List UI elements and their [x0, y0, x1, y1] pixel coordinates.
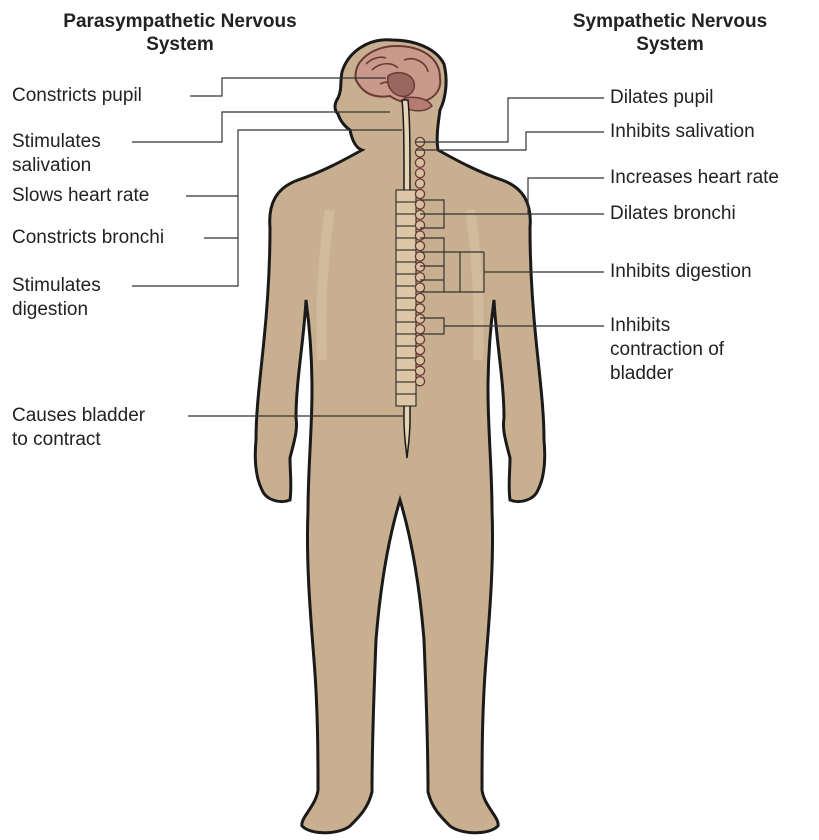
sympathetic-ganglion	[415, 200, 424, 209]
label-inhibits-digestion: Inhibits digestion	[610, 260, 752, 284]
sympathetic-ganglion	[415, 304, 424, 313]
sympathetic-ganglion	[415, 241, 424, 250]
sympathetic-ganglion	[415, 210, 424, 219]
sympathetic-ganglion	[415, 148, 424, 157]
sympathetic-ganglion	[415, 293, 424, 302]
label-causes-bladder-to-contract: Causes bladder to contract	[12, 404, 145, 452]
sympathetic-ganglion	[415, 158, 424, 167]
label-slows-heart-rate: Slows heart rate	[12, 184, 149, 208]
label-increases-heart-rate: Increases heart rate	[610, 166, 779, 190]
sympathetic-ganglion	[415, 335, 424, 344]
label-dilates-bronchi: Dilates bronchi	[610, 202, 736, 226]
label-inhibits-salivation: Inhibits salivation	[610, 120, 755, 144]
label-dilates-pupil: Dilates pupil	[610, 86, 714, 110]
sympathetic-ganglion	[415, 252, 424, 261]
sympathetic-ganglion	[415, 366, 424, 375]
sympathetic-ganglion	[415, 283, 424, 292]
label-constricts-pupil: Constricts pupil	[12, 84, 142, 108]
sympathetic-ganglion	[415, 314, 424, 323]
sympathetic-ganglion	[415, 325, 424, 334]
sympathetic-ganglion	[415, 189, 424, 198]
sympathetic-ganglion	[415, 179, 424, 188]
label-stimulates-digestion: Stimulates digestion	[12, 274, 101, 322]
sympathetic-ganglion	[415, 345, 424, 354]
sympathetic-ganglion	[415, 169, 424, 178]
sympathetic-ganglion	[415, 356, 424, 365]
label-inhibits-contraction-of-bladder: Inhibits contraction of bladder	[610, 314, 724, 386]
human-body-silhouette	[255, 40, 545, 833]
sympathetic-title: Sympathetic Nervous System	[540, 10, 800, 56]
sympathetic-ganglion	[415, 231, 424, 240]
sympathetic-ganglion	[415, 377, 424, 386]
label-constricts-bronchi: Constricts bronchi	[12, 226, 164, 250]
sympathetic-ganglion	[415, 262, 424, 271]
label-stimulates-salivation: Stimulates salivation	[12, 130, 101, 178]
parasympathetic-title: Parasympathetic Nervous System	[24, 10, 336, 56]
